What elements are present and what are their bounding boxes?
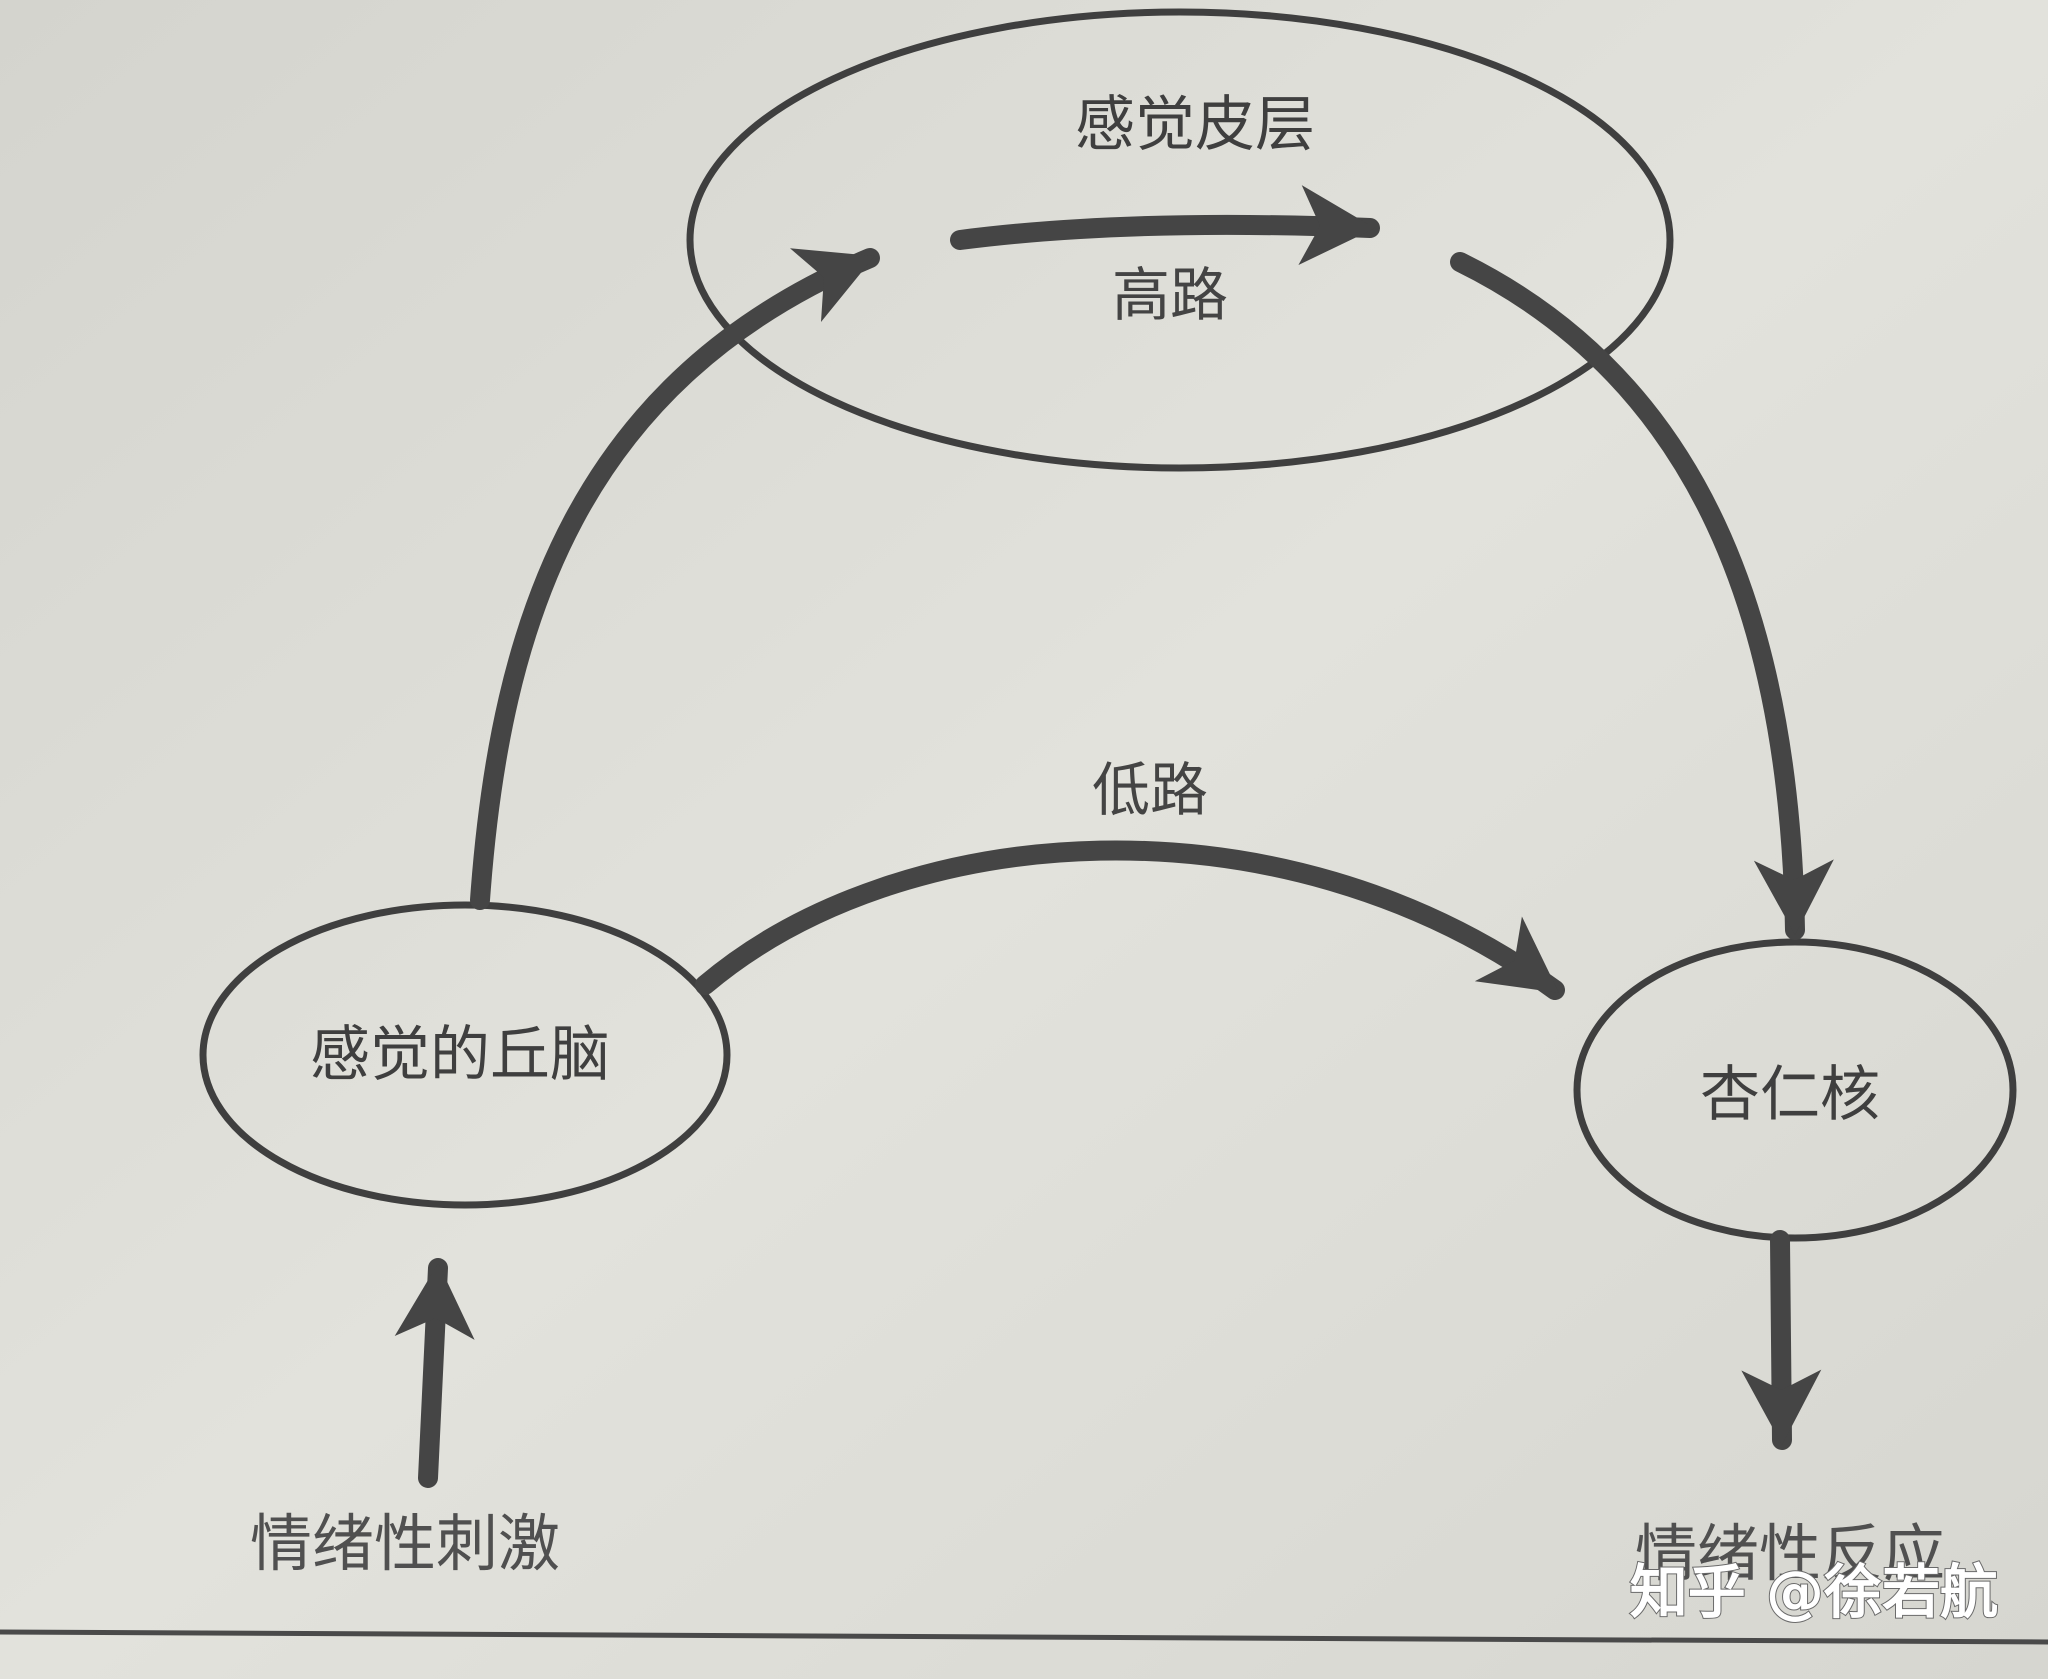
response-label: 情绪性反应 (1635, 1517, 1945, 1590)
thalamus-to-cortex-arrow (470, 248, 880, 910)
node-sensory-thalamus: 感觉的丘脑 (199, 901, 731, 1209)
cortex-to-amygdala-arrow (1450, 252, 1834, 940)
page-rule (0, 1629, 2048, 1645)
low-road-arrow (695, 840, 1565, 1000)
stimulus-label: 情绪性刺激 (250, 1507, 560, 1580)
sensory-cortex-label: 感觉皮层 (1075, 90, 1315, 160)
watermark-text: 知乎 @徐若航 (1630, 1558, 1998, 1626)
sensory-thalamus-label: 感觉的丘脑 (310, 1020, 610, 1090)
sensory-thalamus-ellipse (199, 901, 731, 1209)
amygdala-ellipse (1573, 938, 2017, 1242)
node-sensory-cortex: 感觉皮层 (686, 8, 1674, 472)
stimulus-arrow (394, 1258, 475, 1488)
node-amygdala: 杏仁核 (1573, 938, 2017, 1242)
high-road-label: 高路 (1112, 261, 1228, 329)
low-road-label: 低路 (1092, 756, 1208, 824)
response-arrow (1741, 1230, 1822, 1450)
high-road-arrow (950, 185, 1380, 266)
amygdala-label: 杏仁核 (1700, 1060, 1880, 1130)
sensory-cortex-ellipse (686, 8, 1674, 472)
